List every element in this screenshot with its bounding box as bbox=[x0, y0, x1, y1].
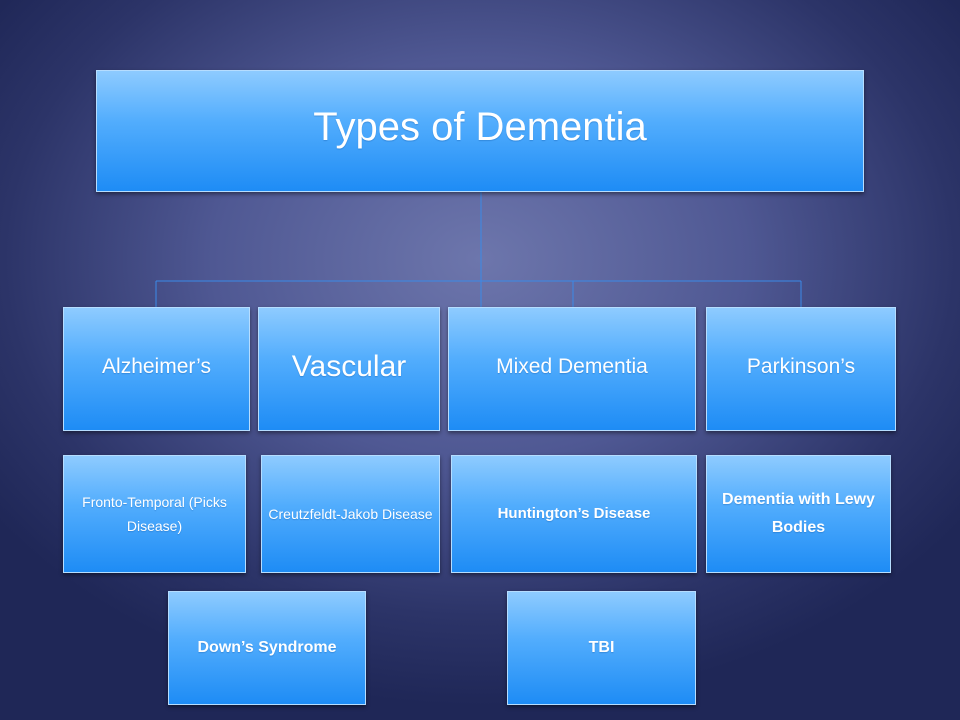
subtype-huntingtons: Huntington’s Disease bbox=[451, 455, 697, 573]
category-mixed-dementia: Mixed Dementia bbox=[448, 307, 696, 431]
extra-tbi: TBI bbox=[507, 591, 696, 705]
subtype-creutzfeldt-jakob: Creutzfeldt-Jakob Disease bbox=[261, 455, 440, 573]
subtype-lewy-bodies: Dementia with Lewy Bodies bbox=[706, 455, 891, 573]
category-alzheimers: Alzheimer’s bbox=[63, 307, 250, 431]
diagram-title: Types of Dementia bbox=[96, 70, 864, 192]
category-vascular: Vascular bbox=[258, 307, 440, 431]
extra-downs-syndrome: Down’s Syndrome bbox=[168, 591, 366, 705]
subtype-fronto-temporal: Fronto-Temporal (Picks Disease) bbox=[63, 455, 246, 573]
category-parkinsons: Parkinson’s bbox=[706, 307, 896, 431]
